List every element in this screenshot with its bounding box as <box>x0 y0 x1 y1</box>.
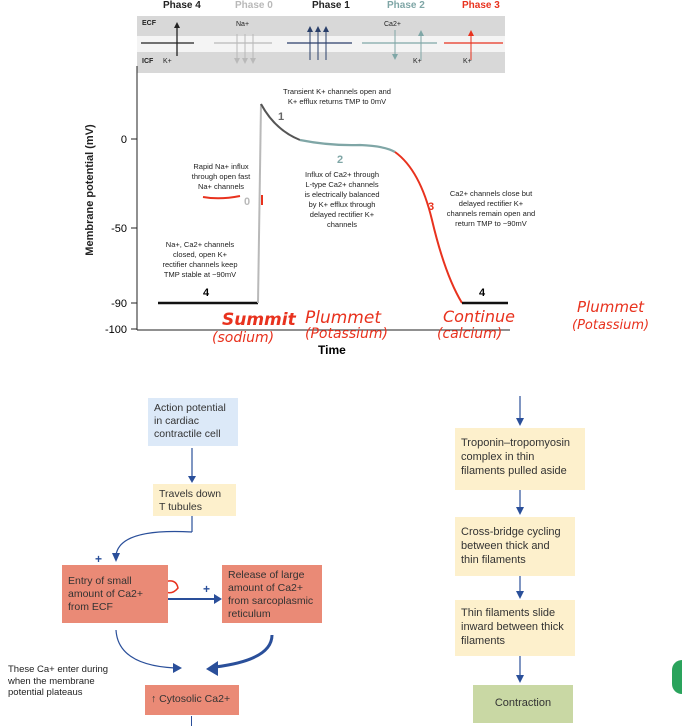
cytosolic-ca-text: ↑ Cytosolic Ca2+ <box>151 693 231 705</box>
handwritten-plummet-1: Plummet <box>305 308 381 328</box>
ca-release-text: Release of large amount of Ca2+ from sar… <box>228 569 314 620</box>
ecf-label: ECF <box>142 20 156 27</box>
phase-1-line <box>260 103 301 141</box>
icf-label: ICF <box>142 58 154 65</box>
handwritten-potassium-1: (Potassium) <box>305 326 388 342</box>
flow-continuation-tick <box>191 716 192 726</box>
phase-3-line <box>394 151 463 304</box>
handwritten-summit: Summit <box>222 310 296 330</box>
handwritten-plummet-2: Plummet <box>577 298 645 316</box>
box-t-tubules: Travels down T tubules <box>153 484 236 516</box>
phase-num-2: 2 <box>337 154 343 166</box>
phase-0-line <box>257 103 262 304</box>
contraction-text: Contraction <box>494 697 552 709</box>
plus-sign-1: + <box>95 552 102 566</box>
phase-2-label: Phase 2 <box>387 0 425 11</box>
filament-slide-text: Thin filaments slide inward between thic… <box>461 607 564 647</box>
ytick-minus50: -50 <box>111 223 127 235</box>
handwritten-calcium: (calcium) <box>437 326 503 342</box>
box-ca-release: Release of large amount of Ca2+ from sar… <box>222 565 322 623</box>
phase-0-label: Phase 0 <box>235 0 273 11</box>
box-cytosolic-ca: ↑ Cytosolic Ca2+ <box>145 685 239 715</box>
action-potential-text: Action potential in cardiac contractile … <box>154 402 226 440</box>
right-flow-arrows <box>516 396 524 683</box>
cross-bridge-text: Cross-bridge cycling between thick and t… <box>461 526 561 566</box>
plus-sign-2: + <box>203 582 210 596</box>
handwritten-underline <box>202 195 241 200</box>
channel-arrows <box>141 22 503 64</box>
annotation-phase0: Rapid Na+ influx through open fast Na+ c… <box>191 162 251 191</box>
ca-entry-text: Entry of small amount of Ca2+ from ECF <box>68 575 144 613</box>
membrane-band <box>137 36 505 52</box>
phase-3-label: Phase 3 <box>462 0 500 11</box>
phase-num-1: 1 <box>278 111 284 123</box>
troponin-text: Troponin–tropomyosin complex in thin fil… <box>461 437 571 477</box>
annotation-phase3: Ca2+ channels close but delayed rectifie… <box>446 189 536 228</box>
annotation-phase4: Na+, Ca2+ channels closed, open K+ recti… <box>162 240 238 279</box>
handwritten-potassium-2: (Potassium) <box>572 318 650 333</box>
box-contraction: Contraction <box>473 685 573 723</box>
t-tubules-text: Travels down T tubules <box>159 488 222 513</box>
edge-widget[interactable] <box>672 660 682 694</box>
side-note: These Ca+ enter during when the membrane… <box>8 664 109 698</box>
x-axis-label: Time <box>318 343 346 357</box>
box-filament-slide: Thin filaments slide inward between thic… <box>455 600 575 656</box>
ytick-minus90: -90 <box>111 298 127 310</box>
phase-label-row: Phase 4 Phase 0 Phase 1 Phase 2 Phase 3 <box>137 0 505 14</box>
left-flow-arrows: + + <box>95 448 274 676</box>
phase-num-3: 3 <box>428 201 434 213</box>
k-plus-label-4: K+ <box>163 58 172 65</box>
box-cross-bridge: Cross-bridge cycling between thick and t… <box>455 517 575 576</box>
phase-4-label: Phase 4 <box>163 0 201 11</box>
ap-chart: 0 -50 -90 -100 4 0 1 2 3 4 Time <box>105 66 510 357</box>
annotation-phase2: Influx of Ca2+ through L-type Ca2+ chann… <box>304 170 380 229</box>
phase-2-line <box>299 138 396 153</box>
handwritten-continue: Continue <box>443 307 515 326</box>
phase-num-0: 0 <box>244 196 250 208</box>
phase-1-label: Phase 1 <box>312 0 350 11</box>
na-plus-label: Na+ <box>236 21 250 28</box>
k-plus-label-3: K+ <box>463 58 472 65</box>
ytick-0: 0 <box>121 134 127 146</box>
ca-plus-label: Ca2+ <box>384 21 401 28</box>
box-action-potential: Action potential in cardiac contractile … <box>148 398 238 446</box>
phase-header: Phase 4 Phase 0 Phase 1 Phase 2 Phase 3 … <box>137 0 505 74</box>
annotation-phase1: Transient K+ channels open and K+ efflux… <box>283 87 391 106</box>
ytick-minus100: -100 <box>105 324 127 336</box>
handwritten-sodium: (sodium) <box>212 330 275 346</box>
box-troponin: Troponin–tropomyosin complex in thin fil… <box>455 428 585 490</box>
phase-num-4b: 4 <box>479 287 486 299</box>
box-ca-entry: Entry of small amount of Ca2+ from ECF <box>62 565 168 623</box>
phase-num-4a: 4 <box>203 287 210 299</box>
k-plus-label-2: K+ <box>413 58 422 65</box>
